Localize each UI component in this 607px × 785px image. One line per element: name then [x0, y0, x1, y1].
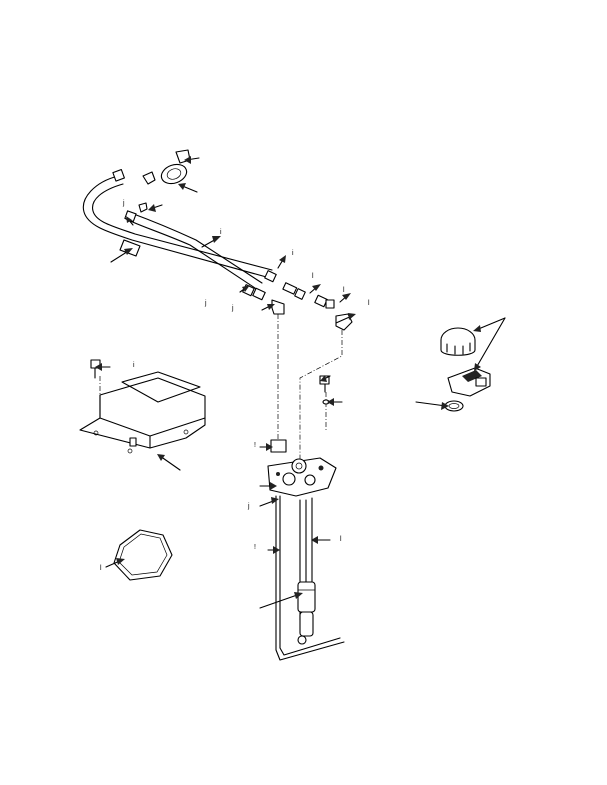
callout-mark: l	[340, 536, 342, 543]
callout-mark: !	[254, 442, 256, 449]
mounting-bracket	[79, 359, 206, 454]
callout-mark: j	[122, 200, 125, 207]
callout-mark: j	[204, 300, 207, 307]
fuel-hose-assembly	[82, 149, 353, 331]
callout-mark: i	[133, 362, 135, 369]
gasket	[113, 529, 173, 581]
callout-mark: j	[247, 503, 250, 510]
callout-mark: l	[312, 273, 314, 280]
leader-arrows	[95, 156, 506, 609]
callout-mark: !	[254, 544, 256, 551]
callout-mark: i	[292, 250, 294, 257]
callout-mark: l	[343, 287, 345, 294]
fuel-sending-unit	[267, 439, 345, 661]
callout-mark: l	[368, 300, 370, 307]
fuel-cap-assembly	[440, 327, 491, 412]
callout-mark: l	[100, 565, 102, 572]
callout-marks: j i i l l j j i l j l ! ! l	[100, 200, 370, 572]
callout-mark: j	[231, 305, 234, 312]
callout-mark: i	[220, 229, 222, 236]
